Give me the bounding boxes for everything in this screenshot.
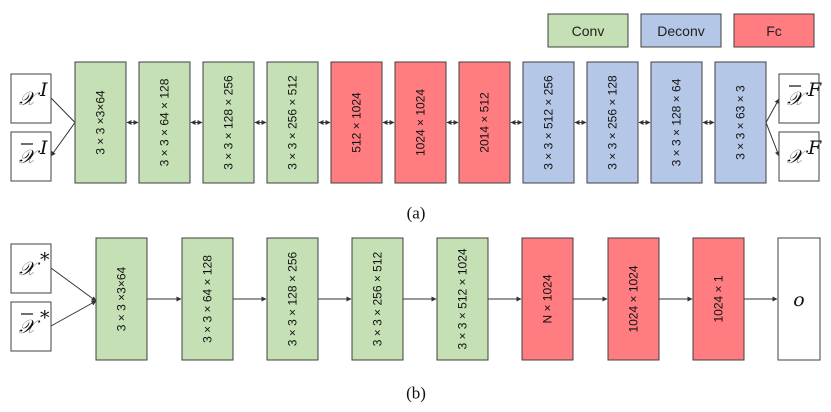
- connector-line: [765, 122, 780, 157]
- legend-fc: [733, 13, 815, 48]
- panel-b-layer-label: N × 1024: [541, 274, 555, 323]
- panel-b-layer: [351, 237, 404, 361]
- panel-a-layer-label: 3 × 3 × 128 × 256: [222, 75, 236, 170]
- panel-a-layer: [330, 61, 383, 184]
- panel-b-layer-label: 3 × 3 ×3×64: [115, 266, 129, 331]
- panel-a-layer-label: 3 × 3 × 512 × 256: [542, 75, 556, 170]
- panel-a-layer: [74, 61, 127, 184]
- symbol-superscript: I: [39, 79, 48, 101]
- connector-line: [50, 300, 97, 327]
- symbol-superscript: *: [40, 307, 50, 329]
- panel-b-layer-label: 3 × 3 × 64 × 128: [201, 255, 215, 343]
- connector-line: [765, 98, 780, 123]
- panel-a-layer-label: 3 × 3 × 128 × 64: [670, 78, 684, 166]
- panel-b-layer-label: 3 × 3 × 512 × 1024: [456, 248, 470, 349]
- legend-label-fc: Fc: [766, 23, 782, 39]
- symbol-superscript: I: [39, 137, 48, 159]
- legend-conv: [547, 13, 629, 48]
- panel-a-layer: [522, 61, 575, 184]
- panel-b-layer: [436, 237, 489, 361]
- symbol-superscript: F: [807, 79, 822, 101]
- panel-a-layer-label: 2014 × 512: [478, 92, 492, 153]
- panel-a-layer-label: 1024 × 1024: [414, 89, 428, 156]
- panel-a-layer: [138, 61, 191, 184]
- panel-a-input-box: [10, 73, 52, 124]
- panel-b-layer-label: 1024 × 1: [712, 275, 726, 322]
- panel-b-output-box: [777, 237, 821, 361]
- panel-b-layer-label: 3 × 3 × 256 × 512: [371, 251, 385, 346]
- panel-a-layer: [202, 61, 255, 184]
- panel-a-layer-label: 3 × 3 × 256 × 128: [606, 75, 620, 170]
- panel-b-output-label: o: [793, 289, 804, 311]
- panel-b-layer: [181, 237, 234, 361]
- symbol-superscript: *: [40, 249, 50, 271]
- panel-a-caption: (a): [407, 204, 426, 223]
- legend-deconv: [640, 13, 722, 48]
- panel-b-layer: [692, 237, 745, 361]
- connector-line: [50, 267, 97, 302]
- panel-a-layer: [714, 61, 767, 184]
- connector-line: [50, 122, 76, 157]
- panel-a-layer-label: 3 × 3 × 256 × 512: [286, 75, 300, 170]
- panel-a-layer: [266, 61, 319, 184]
- panel-a-output-box: [778, 73, 820, 124]
- panel-b-layer: [266, 237, 319, 361]
- panel-b-layer: [95, 237, 148, 361]
- panel-a-output-box: [778, 131, 820, 182]
- panel-b-layer: [607, 237, 660, 361]
- legend-label-conv: Conv: [572, 23, 605, 39]
- legend-label-deconv: Deconv: [657, 23, 704, 39]
- panel-a-layer: [458, 61, 511, 184]
- panel-a-input-box: [10, 131, 52, 182]
- panel-b-layer: [521, 237, 574, 361]
- panel-b-caption: (b): [406, 384, 426, 403]
- panel-a-layer: [586, 61, 639, 184]
- panel-b-input-box: [10, 301, 52, 352]
- panel-a-layer-label: 3 × 3 × 64 × 128: [158, 78, 172, 166]
- panel-a-layer-label: 3 × 3 × 63 × 3: [734, 85, 748, 160]
- panel-a-layer-label: 3 × 3 ×3×64: [94, 90, 108, 155]
- panel-b-input-box: [10, 243, 52, 294]
- panel-a-layer: [650, 61, 703, 184]
- panel-b-layer-label: 3 × 3 × 128 × 256: [286, 251, 300, 346]
- connector-line: [50, 97, 76, 123]
- symbol-superscript: F: [807, 137, 822, 159]
- panel-b-layer-label: 1024 × 1024: [627, 265, 641, 332]
- panel-a-layer-label: 512 × 1024: [350, 92, 364, 153]
- panel-a-layer: [394, 61, 447, 184]
